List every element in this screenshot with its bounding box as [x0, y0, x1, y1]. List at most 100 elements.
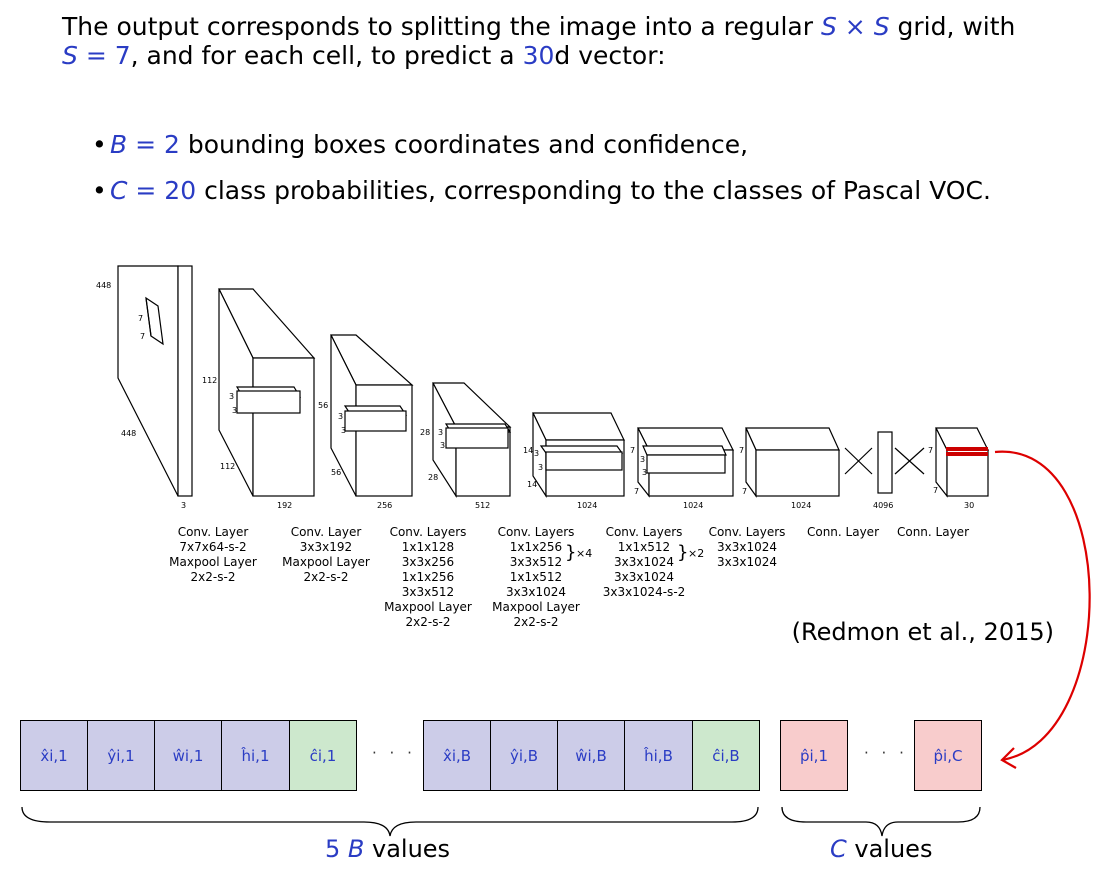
math-eq: = 7 — [77, 41, 131, 70]
repeat-label: ×2 — [688, 547, 705, 560]
vector-cell: ŷi,B — [490, 720, 558, 791]
repeat-label: ×4 — [576, 547, 593, 560]
dim-label: 28 — [428, 473, 439, 482]
cell-label: ĉi,1 — [309, 746, 337, 765]
dim-label: 7 — [630, 446, 636, 455]
vector-cell: p̂i,C — [914, 720, 982, 791]
output-arrow — [994, 450, 1091, 762]
citation: (Redmon et al., 2015) — [791, 618, 1054, 646]
layer-label: Conn. Layer — [896, 525, 970, 539]
intro-text: d vector: — [554, 41, 666, 70]
layer-label: Conv. Layers 3x3x1024 3x3x1024 — [708, 525, 786, 569]
cell-label: ĥi,B — [644, 746, 673, 765]
brace-label-c: C values — [830, 835, 932, 863]
cell-label: ĉi,B — [712, 746, 740, 765]
fc-layer-block — [877, 431, 893, 494]
dim-label: 1024 — [683, 501, 704, 510]
vector-cell: x̂i,B — [423, 720, 491, 791]
layer-label: Conn. Layer — [806, 525, 880, 539]
dim-label: 3 — [538, 463, 544, 472]
layer-label: Conv. Layers 1x1x256 3x3x512 1x1x512 3x3… — [492, 525, 580, 629]
cell-label: p̂i,1 — [799, 746, 828, 765]
cell-label: x̂i,1 — [40, 746, 68, 765]
conv-block-3 — [432, 382, 512, 499]
math-B: B — [347, 835, 365, 863]
brace-repeat-icon: } — [677, 542, 689, 563]
math-times: × — [836, 12, 874, 41]
brace-label-5b: 5 B values — [325, 835, 450, 863]
math-S: S — [62, 41, 78, 70]
dim-label: 56 — [318, 401, 329, 410]
math-S: S — [873, 12, 890, 41]
ellipsis: · · · — [864, 744, 908, 762]
layer-label: Conv. Layers 1x1x128 3x3x256 1x1x256 3x3… — [384, 525, 472, 629]
output-block — [935, 427, 989, 498]
dim-label: 7 — [138, 314, 144, 323]
brace-label-text: values — [846, 835, 933, 863]
bullet-item-boxes: •B = 2 bounding boxes coordinates and co… — [92, 130, 748, 159]
dim-label: 3 — [341, 426, 347, 435]
dim-label: 1024 — [577, 501, 598, 510]
vector-cell: ŵi,B — [557, 720, 625, 791]
vector-cell: ĉi,B — [692, 720, 760, 791]
fc-connections — [844, 447, 925, 475]
dim-label: 7 — [742, 487, 748, 496]
math-C: C — [110, 176, 128, 205]
math-S: S — [820, 12, 837, 41]
dim-label: 7 — [933, 486, 939, 495]
math-B: B — [110, 130, 128, 159]
dim-label: 1024 — [791, 501, 812, 510]
intro-text: grid, with — [889, 12, 1016, 41]
math-5: 5 — [325, 835, 348, 863]
conv-block-4 — [532, 412, 625, 499]
dim-label: 3 — [440, 441, 446, 450]
conv-block-2 — [330, 334, 414, 497]
dim-label: 7 — [634, 487, 640, 496]
brace-5b — [21, 806, 759, 837]
layer-label: Conv. Layer 7x7x64-s-2 Maxpool Layer 2x2… — [169, 525, 257, 584]
conv-block-5 — [637, 427, 734, 498]
dim-label: 512 — [475, 501, 491, 510]
dim-label: 3 — [338, 412, 344, 421]
dim-label: 192 — [277, 501, 293, 510]
cell-label: ŵi,B — [575, 746, 607, 765]
cell-label: ĥi,1 — [241, 746, 270, 765]
dim-label: 14 — [527, 480, 538, 489]
bullet-dot-icon: • — [92, 130, 107, 159]
cell-label: ŷi,1 — [107, 746, 135, 765]
brace-label-text: values — [364, 835, 451, 863]
ellipsis: · · · — [372, 744, 416, 762]
bullet-text: bounding boxes coordinates and confidenc… — [179, 130, 749, 159]
layer-label: Conv. Layer 3x3x192 Maxpool Layer 2x2-s-… — [282, 525, 370, 584]
arrow-head-icon — [1000, 747, 1017, 769]
bullet-dot-icon: • — [92, 176, 107, 205]
dim-label: 3 — [181, 501, 187, 510]
dim-label: 448 — [96, 281, 112, 290]
vector-cell: ĥi,1 — [221, 720, 290, 791]
intro-paragraph: The output corresponds to splitting the … — [62, 12, 1015, 70]
dim-label: 30 — [964, 501, 975, 510]
vector-cell: ĉi,1 — [289, 720, 357, 791]
dim-label: 7 — [739, 446, 745, 455]
vector-cell: x̂i,1 — [20, 720, 88, 791]
input-image-block — [117, 265, 193, 497]
dim-label: 7 — [140, 332, 146, 341]
intro-line-2: S = 7, and for each cell, to predict a 3… — [62, 41, 1015, 70]
dim-label: 112 — [220, 462, 236, 471]
dim-label: 3 — [232, 406, 238, 415]
dim-label: 256 — [377, 501, 393, 510]
intro-line-1: The output corresponds to splitting the … — [62, 12, 1015, 41]
math-eq: = 20 — [127, 176, 197, 205]
math-30: 30 — [522, 41, 555, 70]
dim-label: 7 — [928, 446, 934, 455]
dim-label: 3 — [229, 392, 235, 401]
bullet-item-classes: •C = 20 class probabilities, correspondi… — [92, 176, 991, 205]
brace-repeat-icon: } — [565, 542, 577, 563]
intro-text: , and for each cell, to predict a — [130, 41, 523, 70]
cell-label: ŵi,1 — [172, 746, 204, 765]
dim-label: 3 — [534, 449, 540, 458]
dim-label: 448 — [121, 429, 137, 438]
conv-block-1 — [218, 288, 316, 497]
dim-label: 112 — [202, 376, 218, 385]
